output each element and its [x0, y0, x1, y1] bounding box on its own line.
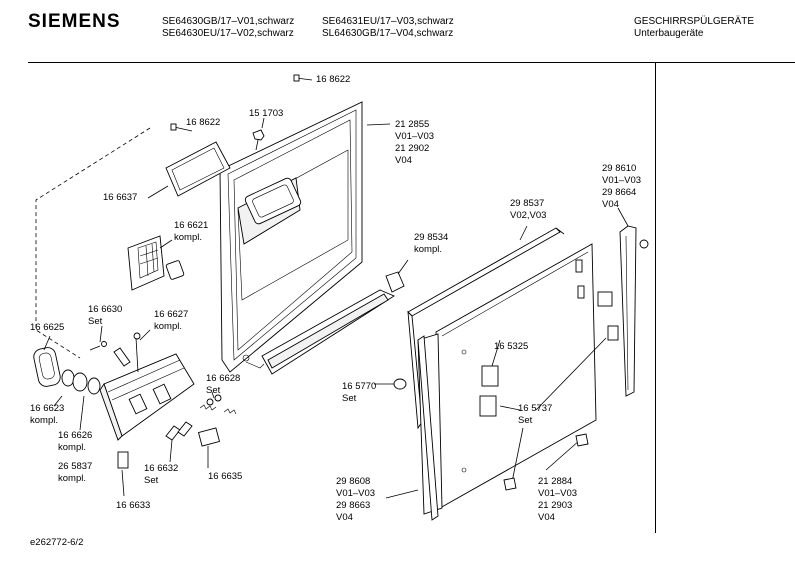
assembly-dashed-outline [35, 127, 151, 359]
screw-top [293, 74, 313, 82]
svg-text:V04: V04 [602, 199, 619, 210]
switch-166635 [197, 427, 221, 468]
label-298610: 29 8610 V01–V03 29 8664 V04 [602, 163, 641, 210]
category-title: GESCHIRRSPÜLGERÄTE [634, 16, 755, 27]
svg-text:29 8608: 29 8608 [336, 476, 370, 487]
label-166623: 16 6623 kompl. [30, 403, 64, 426]
label-168622-left: 16 8622 [186, 117, 220, 128]
model-line: SE64630EU/17–V02,schwarz [162, 28, 294, 39]
label-166621: 16 6621 kompl. [174, 220, 208, 243]
clip-166633 [117, 451, 129, 497]
dispenser-insert [127, 235, 185, 291]
label-212855: 21 2855 V01–V03 21 2902 V04 [395, 119, 434, 166]
label-166625: 16 6625 [30, 322, 64, 333]
label-166628: 16 6628 Set [206, 373, 240, 396]
svg-text:16 5770: 16 5770 [342, 381, 376, 392]
model-line: SL64630GB/17–V04,schwarz [322, 28, 454, 39]
springs-166628 [199, 391, 237, 415]
outer-door-panel [417, 243, 619, 515]
door-handle [33, 335, 61, 387]
svg-text:16 6626: 16 6626 [58, 430, 92, 441]
label-166626: 16 6626 kompl. [58, 430, 92, 453]
svg-text:V04: V04 [395, 155, 412, 166]
svg-text:21 2884: 21 2884 [538, 476, 572, 487]
label-298608: 29 8608 V01–V03 29 8663 V04 [336, 476, 375, 523]
svg-text:kompl.: kompl. [30, 415, 58, 426]
model-list-1: SE64630GB/17–V01,schwarz SE64630EU/17–V0… [162, 16, 294, 40]
svg-text:kompl.: kompl. [174, 232, 202, 243]
svg-text:21 2902: 21 2902 [395, 143, 429, 154]
column-divider [655, 63, 656, 533]
svg-text:26 5837: 26 5837 [58, 461, 92, 472]
svg-text:V01–V03: V01–V03 [336, 488, 375, 499]
subcategory-title: Unterbaugeräte [634, 28, 704, 39]
label-166630: 16 6630 Set [88, 304, 122, 327]
svg-text:kompl.: kompl. [414, 244, 442, 255]
category-block: GESCHIRRSPÜLGERÄTE Unterbaugeräte [634, 16, 754, 40]
label-168622-top: 16 8622 [316, 74, 350, 85]
lock-housing [99, 353, 195, 441]
svg-text:16 6630: 16 6630 [88, 304, 122, 315]
lever-166627 [113, 329, 151, 373]
model-list-2: SE64631EU/17–V03,schwarz SL64630GB/17–V0… [322, 16, 454, 40]
model-line: SE64630GB/17–V01,schwarz [162, 16, 295, 27]
svg-text:kompl.: kompl. [154, 321, 182, 332]
svg-text:16 6627: 16 6627 [154, 309, 188, 320]
svg-text:29 8663: 29 8663 [336, 500, 370, 511]
label-212884: 21 2884 V01–V03 21 2903 V04 [538, 476, 577, 523]
model-line: SE64631EU/17–V03,schwarz [322, 16, 454, 27]
svg-text:Set: Set [518, 415, 533, 426]
svg-text:V01–V03: V01–V03 [538, 488, 577, 499]
label-298534: 29 8534 kompl. [414, 232, 448, 255]
label-166632: 16 6632 Set [144, 463, 178, 486]
svg-text:21 2855: 21 2855 [395, 119, 429, 130]
svg-text:16 5737: 16 5737 [518, 403, 552, 414]
svg-text:Set: Set [206, 385, 221, 396]
label-166633: 16 6633 [116, 500, 150, 511]
seal-rings [53, 369, 101, 431]
bottom-strip [385, 335, 439, 521]
svg-text:V02,V03: V02,V03 [510, 210, 546, 221]
svg-text:V01–V03: V01–V03 [395, 131, 434, 142]
label-265837: 26 5837 kompl. [58, 461, 92, 484]
svg-text:16 6628: 16 6628 [206, 373, 240, 384]
pins-166630 [89, 325, 107, 351]
drawing-code: e262772-6/2 [30, 537, 84, 548]
svg-text:29 8537: 29 8537 [510, 198, 544, 209]
svg-text:kompl.: kompl. [58, 473, 86, 484]
svg-text:29 8610: 29 8610 [602, 163, 636, 174]
label-298537: 29 8537 V02,V03 [510, 198, 546, 221]
svg-text:29 8534: 29 8534 [414, 232, 448, 243]
side-profile [617, 207, 649, 397]
label-151703: 15 1703 [249, 108, 283, 119]
svg-text:V04: V04 [538, 512, 555, 523]
svg-text:kompl.: kompl. [58, 442, 86, 453]
svg-text:21 2903: 21 2903 [538, 500, 572, 511]
window-frame [147, 141, 231, 199]
clip-165770 [374, 378, 407, 390]
handle-rail [261, 259, 409, 375]
svg-text:29 8664: 29 8664 [602, 187, 636, 198]
header-rule [28, 62, 795, 64]
svg-text:16 6621: 16 6621 [174, 220, 208, 231]
screw-left [170, 123, 193, 132]
brand-logo: SIEMENS [28, 11, 121, 32]
svg-text:Set: Set [144, 475, 159, 486]
label-166637: 16 6637 [103, 192, 137, 203]
svg-text:V01–V03: V01–V03 [602, 175, 641, 186]
label-165737: 16 5737 Set [518, 403, 552, 426]
svg-text:Set: Set [88, 316, 103, 327]
screw-151703 [252, 117, 265, 151]
svg-text:16 6623: 16 6623 [30, 403, 64, 414]
label-166635: 16 6635 [208, 471, 242, 482]
latch-166632 [165, 421, 193, 463]
inner-door-panel [219, 101, 391, 373]
label-165325: 16 5325 [494, 341, 528, 352]
label-165770: 16 5770 Set [342, 381, 376, 404]
svg-text:Set: Set [342, 393, 357, 404]
svg-text:16 6632: 16 6632 [144, 463, 178, 474]
svg-text:V04: V04 [336, 512, 353, 523]
label-166627: 16 6627 kompl. [154, 309, 188, 332]
